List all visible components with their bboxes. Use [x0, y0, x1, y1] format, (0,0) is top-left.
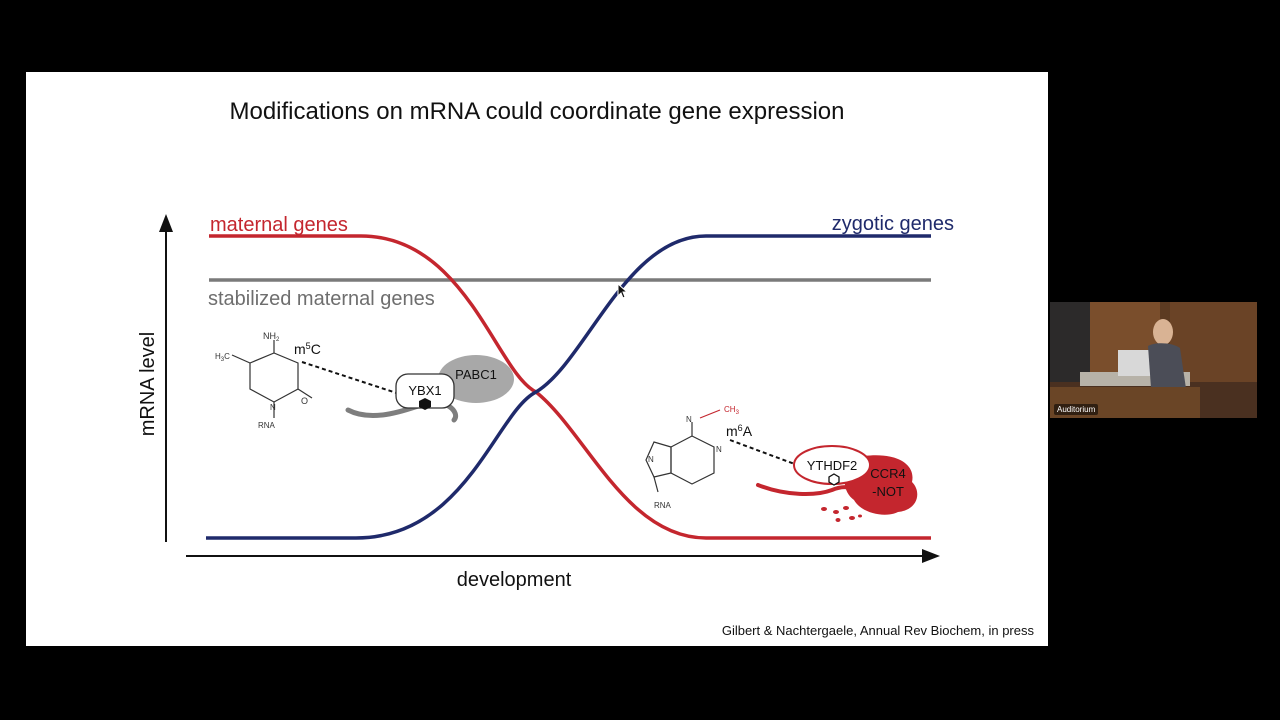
slide-title: Modifications on mRNA could coordinate g… — [229, 98, 845, 125]
zygotic-genes-curve — [206, 234, 931, 540]
svg-text:CH3: CH3 — [724, 405, 740, 416]
pabc1-blob — [438, 355, 514, 403]
svg-text:O: O — [301, 396, 308, 406]
ybx1-label: YBX1 — [408, 383, 441, 398]
speaker-video-feed[interactable]: Auditorium — [1050, 302, 1257, 418]
video-location-tag: Auditorium — [1054, 404, 1099, 415]
gene-expression-diagram: maternal genes zygotic genes stabilized … — [137, 213, 954, 591]
m6a-marker — [828, 473, 840, 486]
svg-text:N: N — [716, 445, 722, 454]
svg-text:N: N — [270, 403, 276, 412]
not-label: -NOT — [872, 484, 904, 499]
x-axis-label: development — [457, 569, 572, 591]
svg-text:N: N — [686, 415, 692, 424]
y-axis-label: mRNA level — [137, 332, 159, 436]
x-axis-arrowhead — [922, 549, 940, 563]
citation: Gilbert & Nachtergaele, Annual Rev Bioch… — [721, 623, 1034, 638]
pabc1-label: PABC1 — [455, 367, 497, 382]
m5c-label: m5C — [294, 341, 321, 357]
zygotic-genes-label: zygotic genes — [832, 213, 954, 235]
rna-label-left: RNA — [258, 421, 276, 430]
maternal-genes-label: maternal genes — [210, 214, 348, 236]
presentation-slide: Modifications on mRNA could coordinate g… — [26, 72, 1048, 646]
svg-text:NH2: NH2 — [263, 331, 280, 343]
svg-text:H3C: H3C — [215, 352, 230, 363]
degradation-fragments — [821, 506, 862, 522]
m5c-marker — [419, 398, 431, 410]
mouse-cursor-icon — [617, 283, 629, 299]
ythdf2-label: YTHDF2 — [807, 458, 858, 473]
speaker-scene — [1050, 302, 1257, 418]
ccr4-label: CCR4 — [870, 466, 905, 481]
y-axis-arrowhead — [159, 214, 173, 232]
mrna-strand-right — [756, 483, 859, 500]
rna-label-right: RNA — [654, 501, 672, 510]
m6a-molecule: N CH3 N N RNA m6A — [645, 405, 817, 510]
stabilized-maternal-label: stabilized maternal genes — [208, 288, 435, 310]
svg-text:N: N — [648, 455, 654, 464]
m6a-label: m6A — [726, 423, 753, 439]
